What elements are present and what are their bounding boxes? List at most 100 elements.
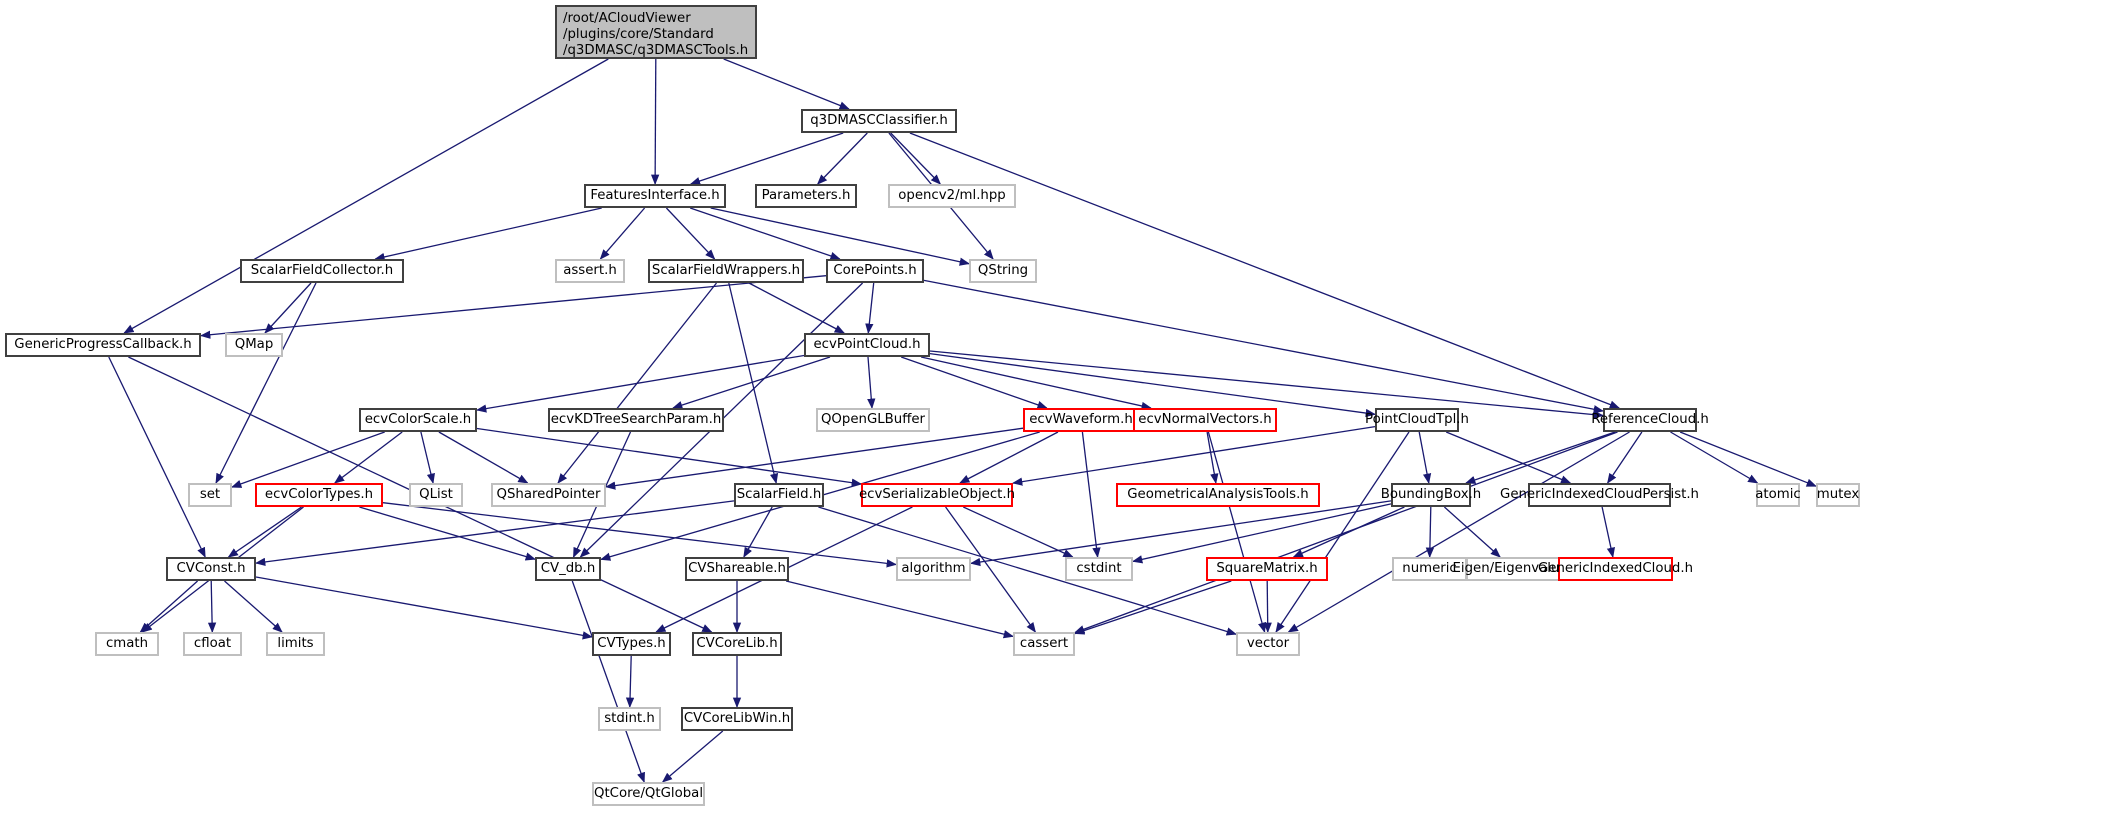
edge-cvshareable-to-cassert <box>785 580 1015 639</box>
edge-ecvcolortypes-to-cv_db <box>359 506 536 561</box>
edge-featuresinterface-to-scalarfieldcollector <box>374 207 602 262</box>
edge-ecvnormalvectors-to-vector <box>1207 431 1267 634</box>
edge-ecvserializableobject-to-cstdint <box>963 506 1074 558</box>
node-ecvwaveform[interactable]: ecvWaveform.h <box>1023 408 1139 432</box>
node-cvcorelibwin[interactable]: CVCoreLibWin.h <box>681 707 793 731</box>
edge-genericindexedcloudpersist-to-genericindexedcloud <box>1601 506 1615 559</box>
edge-ecvcolorscale-to-ecvcolortypes <box>333 431 403 484</box>
node-ecvnormalvectors[interactable]: ecvNormalVectors.h <box>1133 408 1277 432</box>
edge-pointcloudtpl-to-ecvserializableobject <box>1011 425 1376 486</box>
edge-ecvpointcloud-to-qopenglbuffer <box>867 356 876 410</box>
edge-cvconst-to-limits <box>224 580 283 633</box>
node-corepoints[interactable]: CorePoints.h <box>826 259 924 283</box>
edge-ecvpointcloud-to-ecvcolorscale <box>475 354 805 413</box>
root-path-line: /plugins/core/Standard <box>563 27 714 42</box>
edge-ecvpointcloud-to-ecvwaveform <box>900 356 1048 409</box>
edge-ecvpointcloud-to-referencecloud <box>929 350 1605 419</box>
node-scalarfield[interactable]: ScalarField.h <box>734 483 824 507</box>
node-parameters[interactable]: Parameters.h <box>755 184 857 208</box>
edge-ecvpointcloud-to-pointcloudtpl <box>929 352 1377 418</box>
edge-ecvwaveform-to-cstdint <box>1081 431 1101 559</box>
edge-corepoints-to-genericprogresscallback <box>199 275 827 339</box>
edge-cvcorelibwin-to-qtglobal <box>661 730 724 783</box>
edge-ecvcolortypes-to-algorithm <box>382 502 898 568</box>
edge-scalarfieldcollector-to-set <box>215 282 317 484</box>
node-featuresinterface[interactable]: FeaturesInterface.h <box>584 184 726 208</box>
edge-ecvwaveform-to-qsharedpointer <box>604 427 1024 490</box>
edge-genericprogresscallback-to-cvconst <box>108 356 206 558</box>
node-cv_db[interactable]: CV_db.h <box>535 557 601 581</box>
edge-root-to-genericprogresscallback <box>123 58 609 334</box>
node-eigen: Eigen/Eigenvalues <box>1452 557 1575 581</box>
edge-referencecloud-to-cassert <box>1074 431 1618 634</box>
edge-q3dmascclassifier-to-opencv <box>890 132 942 185</box>
edge-cv_db-to-qtglobal <box>571 580 645 783</box>
node-ecvcolorscale[interactable]: ecvColorScale.h <box>359 408 477 432</box>
node-qstring: QString <box>969 259 1037 283</box>
node-cassert: cassert <box>1013 632 1075 656</box>
node-pointcloudtpl[interactable]: PointCloudTpl.h <box>1365 408 1469 432</box>
edge-scalarfieldcollector-to-qmap <box>264 282 312 334</box>
edge-q3dmascclassifier-to-parameters <box>816 132 868 185</box>
node-referencecloud[interactable]: ReferenceCloud.h <box>1591 408 1709 432</box>
node-scalarfieldcollector[interactable]: ScalarFieldCollector.h <box>240 259 404 283</box>
edge-cvconst-to-cvtypes <box>255 576 594 640</box>
edge-boundingbox-to-algorithm <box>969 500 1392 567</box>
root-path-line: /q3DMASC/q3DMASCTools.h <box>563 43 749 58</box>
node-qopenglbuffer: QOpenGLBuffer <box>816 408 930 432</box>
node-genericindexedcloud[interactable]: GenericIndexedCloud.h <box>1538 557 1693 581</box>
node-geometricalanalysistools[interactable]: GeometricalAnalysisTools.h <box>1116 483 1320 507</box>
node-cvshareable[interactable]: CVShareable.h <box>685 557 789 581</box>
node-q3dmascclassifier[interactable]: q3DMASCClassifier.h <box>801 109 957 133</box>
edge-cvconst-to-cmath <box>139 580 199 633</box>
node-scalarfieldwrappers[interactable]: ScalarFieldWrappers.h <box>648 259 804 283</box>
node-ecvkdtreesearchparam[interactable]: ecvKDTreeSearchParam.h <box>548 408 724 432</box>
node-stdint: stdint.h <box>598 707 661 731</box>
edge-ecvpointcloud-to-ecvkdtreesearchparam <box>672 356 831 410</box>
node-boundingbox[interactable]: BoundingBox.h <box>1381 483 1481 507</box>
edge-ecvcolorscale-to-ecvserializableobject <box>476 427 863 487</box>
edge-referencecloud-to-genericindexedcloudpersist <box>1607 431 1643 484</box>
edge-scalarfieldwrappers-to-scalarfield <box>728 282 779 485</box>
root-path-line: /root/ACloudViewer <box>563 11 691 26</box>
node-numeric: numeric <box>1392 557 1467 581</box>
node-assert: assert.h <box>555 259 625 283</box>
edge-boundingbox-to-cstdint <box>1131 503 1392 564</box>
edge-q3dmascclassifier-to-referencecloud <box>909 132 1621 409</box>
node-cvconst[interactable]: CVConst.h <box>166 557 256 581</box>
edge-boundingbox-to-numeric <box>1425 506 1435 559</box>
edge-scalarfieldwrappers-to-ecvpointcloud <box>748 282 846 334</box>
node-ecvpointcloud[interactable]: ecvPointCloud.h <box>804 333 930 357</box>
node-qlist: QList <box>409 483 463 507</box>
edge-scalarfield-to-vector <box>818 506 1237 636</box>
edge-pointcloudtpl-to-genericindexedcloudpersist <box>1445 431 1572 484</box>
edge-ecvcolorscale-to-qsharedpointer <box>438 431 529 484</box>
node-qsharedpointer: QSharedPointer <box>491 483 606 507</box>
edge-ecvpointcloud-to-ecvnormalvectors <box>920 356 1152 411</box>
edge-ecvwaveform-to-ecvserializableobject <box>959 431 1059 484</box>
node-cvtypes[interactable]: CVTypes.h <box>592 632 671 656</box>
edge-ecvcolorscale-to-set <box>231 431 385 488</box>
edge-referencecloud-to-vector <box>1287 431 1630 633</box>
node-cvcorelib[interactable]: CVCoreLib.h <box>692 632 782 656</box>
node-cstdint: cstdint <box>1065 557 1133 581</box>
edge-cvconst-to-cfloat <box>207 580 217 634</box>
edge-squarematrix-to-vector <box>1263 580 1272 634</box>
edge-q3dmascclassifier-to-featuresinterface <box>689 132 844 185</box>
node-squarematrix[interactable]: SquareMatrix.h <box>1206 557 1328 581</box>
node-cmath: cmath <box>95 632 159 656</box>
edge-referencecloud-to-boundingbox <box>1465 431 1616 484</box>
node-cfloat: cfloat <box>183 632 242 656</box>
edge-ecvcolorscale-to-qlist <box>420 431 435 485</box>
edge-featuresinterface-to-corepoints <box>689 207 841 260</box>
node-ecvcolortypes[interactable]: ecvColorTypes.h <box>255 483 383 507</box>
edge-scalarfield-to-cvconst <box>254 500 735 567</box>
node-ecvserializableobject[interactable]: ecvSerializableObject.h <box>859 483 1015 507</box>
node-genericprogresscallback[interactable]: GenericProgressCallback.h <box>5 333 201 357</box>
edge-corepoints-to-ecvpointcloud <box>865 282 875 335</box>
node-genericindexedcloudpersist[interactable]: GenericIndexedCloudPersist.h <box>1500 483 1699 507</box>
node-qtglobal: QtCore/QtGlobal <box>592 782 705 806</box>
edge-ecvnormalvectors-to-geometricalanalysistools <box>1206 431 1219 485</box>
node-algorithm: algorithm <box>896 557 971 581</box>
